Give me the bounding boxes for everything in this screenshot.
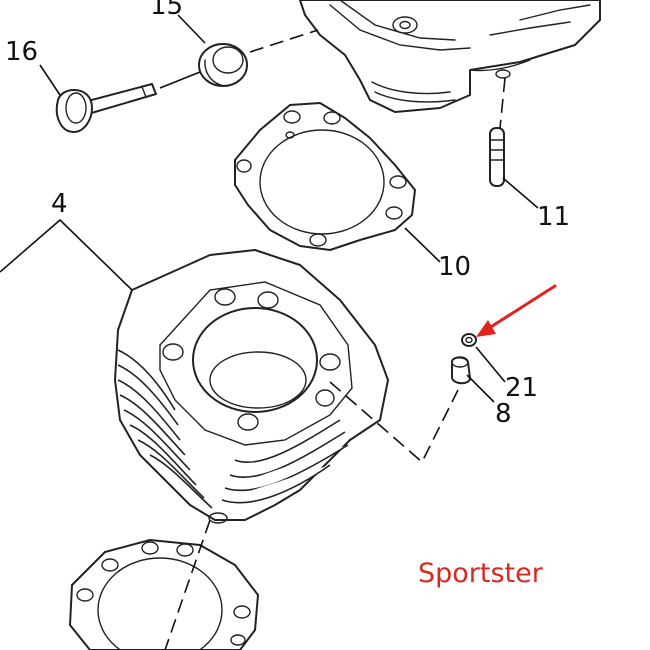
callout-21: 21: [505, 373, 538, 403]
valve-axis-dashline: [249, 29, 319, 53]
base-gasket: [69, 539, 259, 650]
leader-8: [466, 374, 495, 403]
o-ring-21: [461, 333, 477, 347]
leader-11: [502, 177, 539, 209]
leader-16: [39, 64, 61, 96]
stud-dashline: [499, 77, 506, 129]
sportster-label: Sportster: [418, 558, 544, 589]
callout-11: 11: [537, 202, 570, 232]
callout-8: 8: [495, 399, 512, 429]
cylinder-head: [299, 0, 601, 113]
leader-10: [404, 227, 441, 263]
leader-21: [475, 346, 506, 383]
callout-10: 10: [438, 252, 471, 282]
leader-4: [0, 218, 133, 291]
valve: [55, 83, 157, 133]
base-dashline: [164, 519, 211, 650]
head-gasket: [234, 102, 416, 251]
callout-15: 15: [150, 0, 183, 21]
callout-16: 16: [5, 37, 38, 67]
dowel-dashline: [329, 381, 459, 464]
valve-seal: [198, 43, 248, 87]
leader-15: [177, 14, 206, 44]
cylinder: [114, 249, 389, 524]
dowel-8: [451, 356, 471, 385]
dowel-pin: [489, 127, 505, 187]
callout-4: 4: [51, 189, 68, 219]
red-pointer-arrow: [476, 284, 557, 337]
valve-to-seal-leader: [159, 71, 201, 89]
